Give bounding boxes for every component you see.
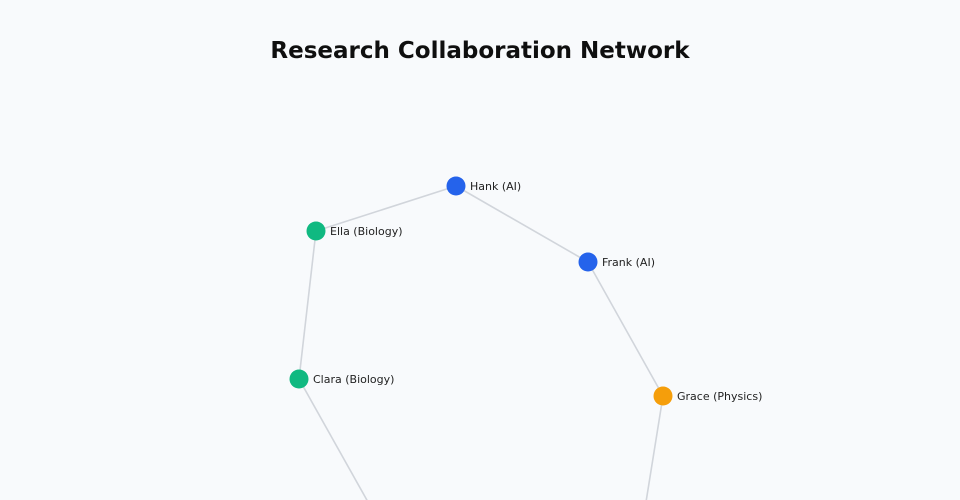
diagram-title: Research Collaboration Network	[270, 38, 690, 64]
node-ella[interactable]	[306, 221, 326, 241]
edge-clara-offscreen	[298, 378, 368, 500]
node-label-hank: Hank (AI)	[470, 180, 521, 193]
node-label-ella: Ella (Biology)	[330, 225, 403, 238]
node-frank[interactable]	[578, 252, 598, 272]
edge-hank-ella	[315, 185, 457, 232]
node-grace[interactable]	[653, 386, 673, 406]
edge-grace-offscreen	[645, 395, 664, 500]
edge-hank-frank	[455, 185, 589, 263]
edge-frank-grace	[587, 261, 664, 397]
node-label-frank: Frank (AI)	[602, 256, 655, 269]
node-label-clara: Clara (Biology)	[313, 373, 394, 386]
node-clara[interactable]	[289, 369, 309, 389]
node-hank[interactable]	[446, 176, 466, 196]
node-label-grace: Grace (Physics)	[677, 390, 762, 403]
edge-ella-clara	[298, 230, 317, 380]
